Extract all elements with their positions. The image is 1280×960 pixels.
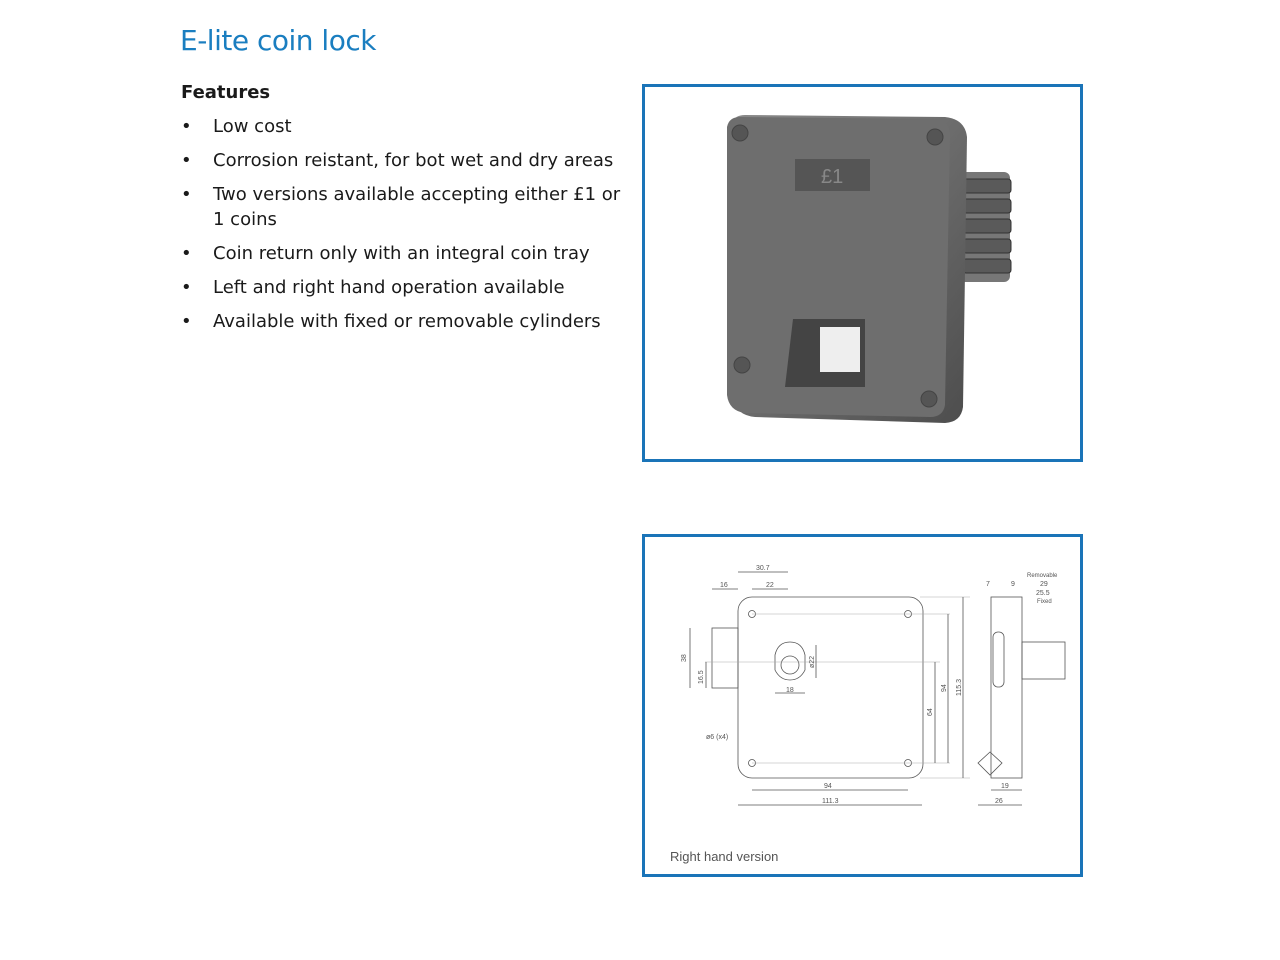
dim-26: 26 xyxy=(995,798,1003,805)
list-item: • Corrosion reistant, for bot wet and dry… xyxy=(181,148,621,173)
bullet: • xyxy=(181,243,192,264)
dim-94-horizontal: 94 xyxy=(824,783,832,790)
dim-18: 18 xyxy=(786,687,794,694)
product-photo: £1 xyxy=(642,84,1083,462)
dim-22: 22 xyxy=(766,582,774,589)
dim-29: 29 xyxy=(1040,581,1048,588)
dim-16: 16 xyxy=(720,582,728,589)
feature-text: Low cost xyxy=(213,116,292,137)
list-item: • Left and right hand operation available xyxy=(181,275,621,300)
features-list: • Low cost • Corrosion reistant, for bot w… xyxy=(181,114,621,343)
bullet: • xyxy=(181,184,192,205)
bullet: • xyxy=(181,277,192,298)
dim-30-7: 30.7 xyxy=(756,565,770,572)
feature-text: Coin return only with an integral coin t… xyxy=(213,243,590,264)
dimension-drawing: 30.7 16 22 38 16.5 ø22 18 94 64 115.3 ø6… xyxy=(681,565,1066,806)
bullet: • xyxy=(181,116,192,137)
feature-text: Available with fixed or removable cylind… xyxy=(213,311,601,332)
technical-drawing: 30.7 16 22 38 16.5 ø22 18 94 64 115.3 ø6… xyxy=(642,534,1083,877)
dim-25-5: 25.5 xyxy=(1036,590,1050,597)
drawing-caption: Right hand version xyxy=(670,849,779,864)
coin-slot-label: £1 xyxy=(821,166,843,188)
feature-text: Two versions available accepting either … xyxy=(213,184,621,230)
dim-9: 9 xyxy=(1011,581,1015,588)
dim-64: 64 xyxy=(927,708,934,716)
label-removable: Removable xyxy=(1027,573,1058,579)
dim-38: 38 xyxy=(681,654,688,662)
dim-115-3: 115.3 xyxy=(956,679,963,696)
dim-dia-6: ø6 (x4) xyxy=(706,734,728,741)
feature-text: Corrosion reistant, for bot wet and dry … xyxy=(213,150,614,171)
feature-text: Left and right hand operation available xyxy=(213,277,565,298)
features-heading: Features xyxy=(181,82,271,103)
list-item: • Available with fixed or removable cylin… xyxy=(181,309,621,334)
dim-94-vertical: 94 xyxy=(941,684,948,692)
dim-dia-22: ø22 xyxy=(809,656,816,668)
dim-7: 7 xyxy=(986,581,990,588)
list-item: • Two versions available accepting either… xyxy=(181,182,621,232)
coin-lock-image: £1 xyxy=(727,115,1012,423)
page-title: E-lite coin lock xyxy=(180,24,376,57)
bullet: • xyxy=(181,311,192,332)
dim-16-5: 16.5 xyxy=(698,670,705,684)
dim-19: 19 xyxy=(1001,783,1009,790)
dim-111-3: 111.3 xyxy=(822,798,839,805)
list-item: • Low cost xyxy=(181,114,621,139)
label-fixed: Fixed xyxy=(1037,599,1052,605)
list-item: • Coin return only with an integral coin … xyxy=(181,241,621,266)
bullet: • xyxy=(181,150,192,171)
